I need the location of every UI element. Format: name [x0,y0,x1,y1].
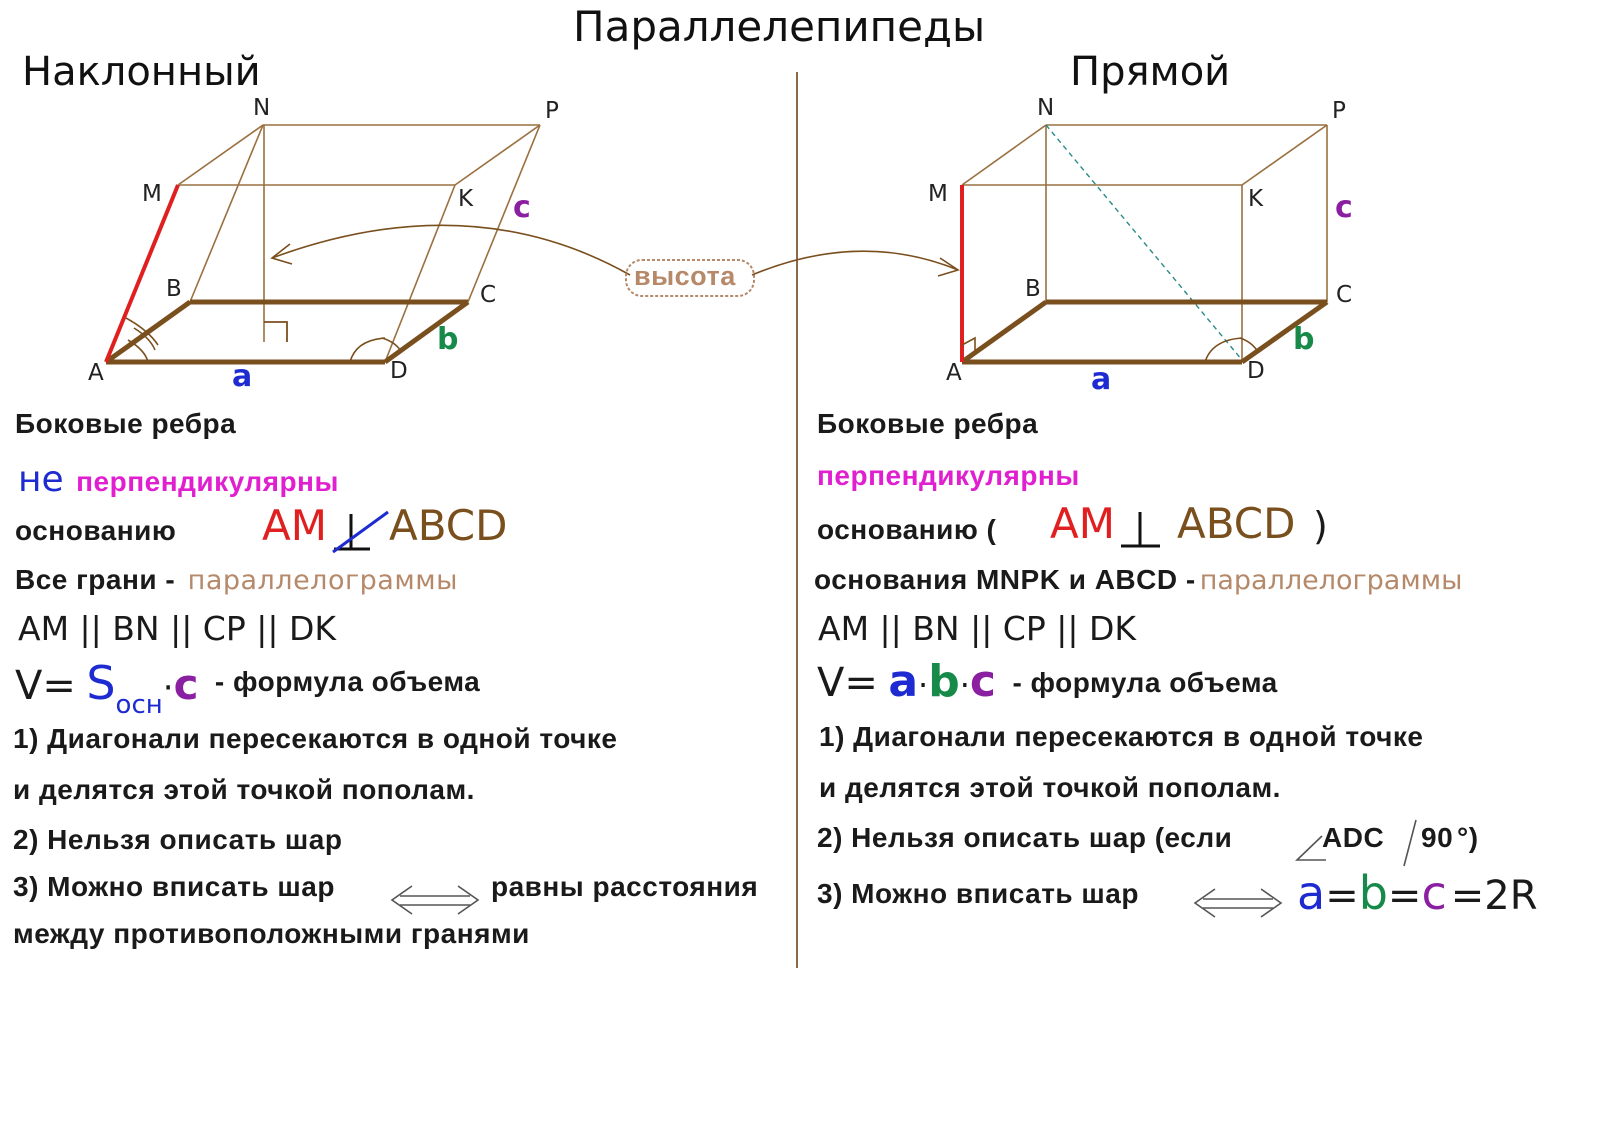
right-parallelograms: параллелограммы [1199,565,1463,596]
vertex-label-m: M [142,181,162,207]
right-vol-rest: - формула объема [1012,667,1278,698]
vertex-label-d-right: D [1247,358,1265,384]
left-abcd: ABCD [389,501,508,550]
right-inscribe-formula: a=b=c=2R [1297,870,1538,916]
left-s-sub: осн [115,690,163,720]
perp-symbols [332,510,1160,554]
right-line-bases: основания MNPK и ABCD -параллелограммы [814,564,1463,596]
left-line-inscribe: 3) Можно вписать шар [13,871,335,902]
right-angle-90: 90 [1421,822,1454,853]
page-title: Параллелепипеды [573,2,986,51]
right-formula-c: c [1421,866,1447,920]
height-label: высота [634,261,736,291]
right-formula-2r: =2R [1450,873,1538,919]
right-line-diag-1: 1) Диагонали пересекаются в одной точке [819,721,1424,752]
right-line-base: основанию ( [817,514,997,545]
edge-label-b-right: b [1293,322,1315,357]
right-line-volume: V= a·b·c - формула объема [817,660,1278,704]
right-line-diag-2: и делятся этой точкой пополам. [819,772,1281,803]
left-faces-word: Все грани - [15,564,176,595]
right-v-eq: V= [817,660,878,706]
equivalence-arrows [390,885,1283,918]
left-vol-dot: · [162,668,174,708]
right-formula-a: a [1297,866,1326,920]
right-line-inscribe: 3) Можно вписать шар [817,878,1139,909]
edge-label-c-right: c [1335,190,1353,225]
left-not-word: не [18,459,64,500]
left-vol-c: c [173,660,199,709]
left-am: AM [262,501,327,550]
right-abcd: ABCD [1177,499,1296,548]
left-line-parallel-edges: AM || BN || CP || DK [18,609,337,648]
vertex-label-n-right: N [1037,95,1055,121]
edge-label-b: b [437,322,459,357]
left-line-equal-distances: равны расстояния [491,871,759,902]
right-vol-b: b [928,656,960,707]
vertex-label-k: K [458,186,474,212]
right-formula-eq-1: = [1325,873,1359,919]
right-close-paren: ) [1313,504,1328,548]
vertex-label-c: C [480,282,497,308]
right-line-parallel-edges: AM || BN || CP || DK [818,609,1137,648]
vertex-label-n: N [253,95,271,121]
vertex-label-a-right: A [946,360,962,386]
left-line-lateral-edges: Боковые ребра [15,408,237,439]
right-formula-eq-2: = [1387,873,1422,919]
edge-label-c: c [513,190,531,225]
angle-symbol [1295,819,1417,867]
left-s: S [86,656,116,710]
right-line-lateral-edges: Боковые ребра [817,408,1039,439]
left-v-eq: V= [15,663,76,709]
right-formula-b: b [1358,866,1388,920]
height-callout-arrows [270,224,960,297]
right-parallelepiped [960,124,1329,365]
oblique-parallelepiped [104,124,541,365]
vertex-label-p: P [545,98,559,124]
right-vol-dot-1: · [918,666,929,704]
right-vol-dot-2: · [959,666,970,704]
left-vol-rest: - формула объема [214,666,481,697]
left-line-diag-1: 1) Диагонали пересекаются в одной точке [13,723,618,754]
vertex-label-p-right: P [1332,98,1346,124]
right-bases-word: основания MNPK и ABCD - [814,564,1196,595]
vertex-label-b: B [166,276,182,302]
heading-oblique: Наклонный [22,49,261,95]
left-parallelograms: параллелограммы [187,565,458,596]
vertex-label-d: D [390,358,408,384]
right-vol-a: a [888,656,919,707]
vertex-label-m-right: M [928,181,948,207]
left-line-opposite-faces: между противоположными гранями [13,918,530,949]
left-line-not-perpendicular: не перпендикулярны [18,462,339,498]
heading-right: Прямой [1070,49,1231,95]
left-line-volume: V= Sосн·c - формула объема [15,660,481,718]
vertex-label-b-right: B [1025,276,1041,302]
right-perp-word: перпендикулярны [817,460,1080,491]
left-line-diag-2: и делятся этой точкой пополам. [13,774,475,805]
edge-label-a: a [232,359,253,394]
left-line-base: основанию [15,515,177,546]
right-angle-deg: °) [1457,822,1479,853]
edge-label-a-right: a [1091,362,1112,397]
left-perp-word: перпендикулярны [76,466,339,497]
vertex-label-c-right: C [1336,282,1353,308]
right-am: AM [1050,499,1115,548]
right-vol-c: c [969,656,996,707]
right-line-circumsphere: 2) Нельзя описать шар (если [817,822,1233,853]
vertex-label-k-right: K [1248,186,1264,212]
left-line-no-circumsphere: 2) Нельзя описать шар [13,824,343,855]
vertex-label-a: A [88,360,104,386]
left-line-faces: Все грани - параллелограммы [15,564,458,596]
right-angle-adc: ADC [1322,822,1385,853]
